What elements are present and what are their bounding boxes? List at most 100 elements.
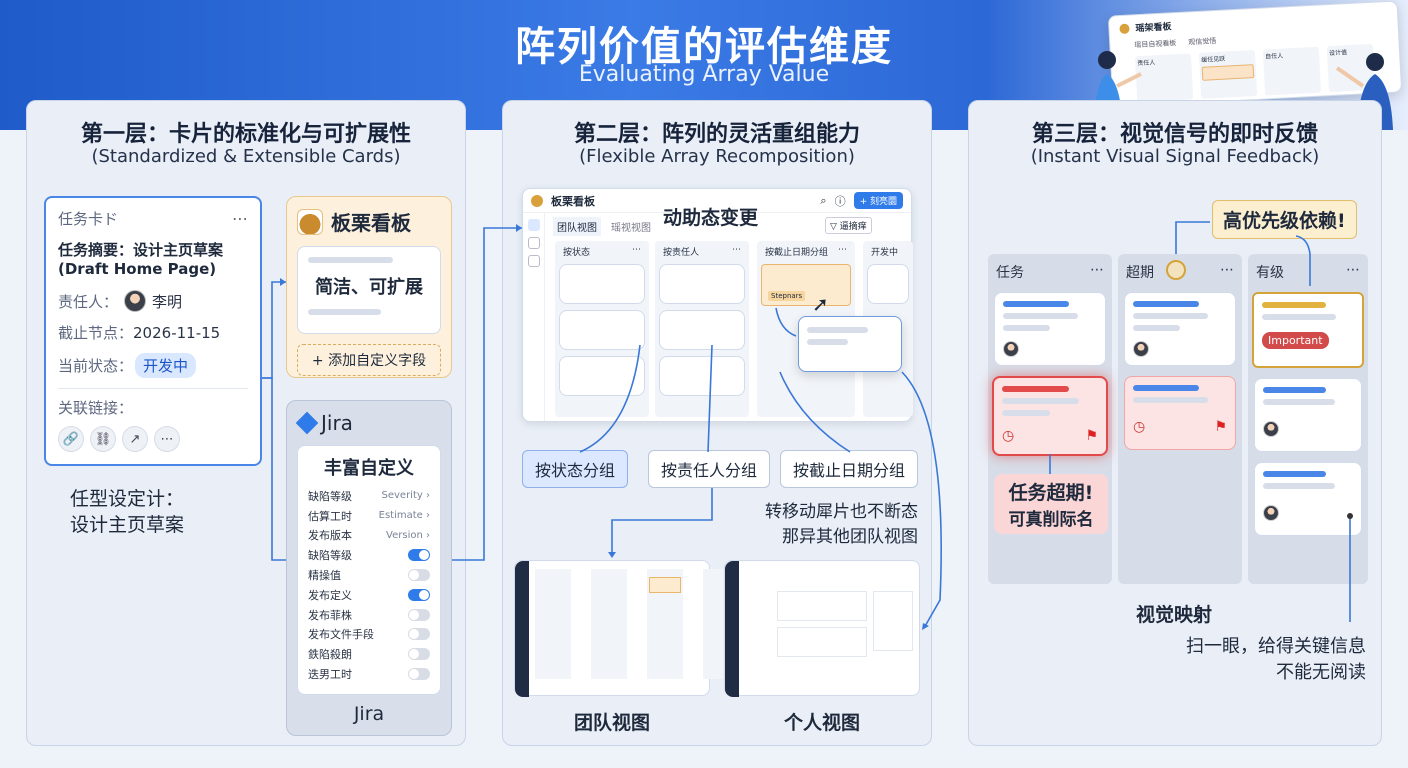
board-title: 板栗看板 [551, 194, 595, 208]
jira-field-row[interactable]: 缺陷等级 Severity › [308, 486, 430, 506]
jira-field-row[interactable]: 精操值 [308, 565, 430, 585]
jira-field-label: 精操值 [308, 569, 341, 583]
board-sidebar [523, 213, 545, 421]
task-card-header: 任务卡ド [58, 210, 119, 228]
jira-field-label: 缺陷等级 [308, 489, 352, 503]
search-icon[interactable]: ⌕ [820, 193, 827, 207]
layer2-title: 第二层：阵列的灵活重组能力 [573, 122, 860, 147]
jira-field-value[interactable]: Severity › [381, 490, 431, 502]
group-by-due-button[interactable]: 按截止日期分组 [780, 450, 919, 488]
card-tag: Stepnars [768, 291, 806, 301]
toggle-switch[interactable] [408, 569, 430, 582]
mini-board-logo-icon [1119, 23, 1130, 34]
overdue-card[interactable]: ◷⚑ [992, 376, 1108, 456]
signal-column: 有级⋯ Important [1248, 254, 1368, 584]
jira-field-row[interactable]: 发布菲株 [308, 605, 430, 625]
toggle-switch[interactable] [408, 668, 430, 681]
task-card[interactable]: 任务卡ド ⋯ 任务摘要：设计主页草案 (Draft Home Page) 责任人… [44, 196, 262, 466]
jira-field-row[interactable]: 迭男工时 [308, 664, 430, 684]
chain-icon[interactable]: ⛓ [90, 426, 116, 452]
external-link-icon[interactable]: ↗ [122, 426, 148, 452]
filter-button[interactable]: ▽ 逼摘痒 [825, 217, 872, 234]
links-label: 关联链接： [58, 399, 134, 417]
dragged-card[interactable] [798, 316, 902, 372]
jira-field-row[interactable]: 缺陷等级 [308, 545, 430, 565]
toggle-switch[interactable] [408, 549, 430, 562]
toggle-switch[interactable] [408, 608, 430, 621]
task-due-row: 截止节点： 2026-11-15 [58, 323, 221, 343]
clock-icon: ◷ [1133, 419, 1146, 435]
personal-view-label: 个人视图 [783, 712, 860, 734]
mapping-caption: 扫一眼，给得关键信息 不能无阅读 [1186, 636, 1366, 683]
important-card[interactable]: Important [1252, 292, 1364, 368]
jira-field-value[interactable]: Estimate › [378, 510, 430, 522]
jira-brand: Jira [321, 411, 353, 435]
layer3-title: 第三层：视觉信号的即时反馈 [1031, 122, 1318, 147]
overdue-callout: 任务超期! 可真削际名 [994, 474, 1108, 534]
jira-footer: Jira [353, 703, 385, 725]
kanban-board: 板栗看板 ⌕ ⓘ + 刻亮圜 团队视图 瑶视视图 动助态变更 ▽ 逼摘痒 按状态… [522, 188, 913, 422]
kanban-title: 板栗看板 [331, 211, 411, 235]
more-icon[interactable]: ⋯ [154, 426, 180, 452]
jira-field-label: 发布版本 [308, 529, 352, 543]
link-icon[interactable]: 🔗 [58, 426, 84, 452]
group-by-status-button[interactable]: 按状态分组 [522, 450, 629, 488]
board-column: 按责任人⋯ [655, 241, 749, 417]
task-owner-row: 责任人： 李明 [58, 290, 248, 312]
mini-board-title: 瑶架看板 [1135, 22, 1172, 35]
personal-view-thumbnail[interactable] [724, 560, 920, 697]
add-custom-field-button[interactable]: + 添加自定义字段 [297, 344, 441, 376]
cursor-icon: ➚ [812, 292, 829, 316]
task-summary: 任务摘要：设计主页草案 [58, 241, 224, 259]
owner-avatar [124, 290, 147, 312]
group-by-owner-button[interactable]: 按责任人分组 [648, 450, 771, 488]
info-icon[interactable]: ⓘ [834, 194, 846, 208]
priority-callout: 高优先级依赖! [1212, 200, 1357, 239]
new-item-button[interactable]: + 刻亮圜 [853, 192, 903, 209]
jira-field-label: 鉄陷殺朗 [308, 648, 352, 662]
toggle-switch[interactable] [408, 588, 430, 601]
jira-field-label: 发布文件手段 [308, 628, 374, 642]
task-status-row: 当前状态： 开发中 [58, 353, 248, 378]
board-overlay-title: 动助态变更 [663, 207, 759, 229]
toggle-switch[interactable] [408, 628, 430, 641]
team-view-thumbnail[interactable] [514, 560, 723, 697]
page-title: 阵列价值的评估维度 [515, 24, 893, 70]
page-subtitle: Evaluating Array Value [578, 62, 830, 87]
layer2-subtitle: (Flexible Array Recomposition) [579, 146, 855, 167]
toggle-switch[interactable] [408, 648, 430, 661]
board-logo-icon [531, 194, 543, 207]
jira-field-row[interactable]: 发布定义 [308, 585, 430, 605]
chestnut-logo-icon [297, 208, 323, 235]
jira-field-label: 发布定义 [308, 588, 352, 602]
tab-team-view[interactable]: 团队视图 [553, 217, 601, 236]
layer1-title: 第一层：卡片的标准化与可扩展性 [80, 122, 411, 147]
jira-field-label: 发布菲株 [308, 608, 352, 622]
team-view-label: 团队视图 [573, 712, 650, 734]
layer1-subtitle: (Standardized & Extensible Cards) [91, 146, 401, 167]
flag-icon: ⚑ [1214, 419, 1227, 435]
task-summary-en: (Draft Home Page) [58, 260, 217, 278]
jira-field-row[interactable]: 鉄陷殺朗 [308, 644, 430, 664]
jira-field-row[interactable]: 发布文件手段 [308, 625, 430, 645]
layer3-subtitle: (Instant Visual Signal Feedback) [1030, 146, 1320, 167]
move-note: 转移动犀片也不断态 那异其他团队视图 [765, 502, 918, 547]
more-icon[interactable]: ⋯ [232, 209, 248, 228]
tab-other-view[interactable]: 瑶视视图 [611, 223, 651, 234]
jira-field-value[interactable]: Version › [386, 529, 430, 541]
jira-heading: 丰富自定义 [324, 458, 414, 479]
clock-icon: ◷ [1002, 428, 1015, 444]
jira-field-label: 缺陷等级 [308, 549, 352, 563]
status-badge: 开发中 [135, 353, 197, 378]
kanban-card: 板栗看板 简洁、可扩展 + 添加自定义字段 [286, 196, 452, 378]
task-caption: 任型设定计： 设计主页草案 [70, 488, 185, 536]
important-tag: Important [1262, 332, 1329, 349]
board-column: 按状态⋯ [555, 241, 649, 417]
jira-field-label: 迭男工时 [308, 668, 352, 682]
mapping-title: 视觉映射 [1136, 604, 1213, 626]
jira-field-row[interactable]: 发布版本 Version › [308, 526, 430, 546]
signal-column: 超期⋯ ◷⚑ [1118, 254, 1242, 584]
